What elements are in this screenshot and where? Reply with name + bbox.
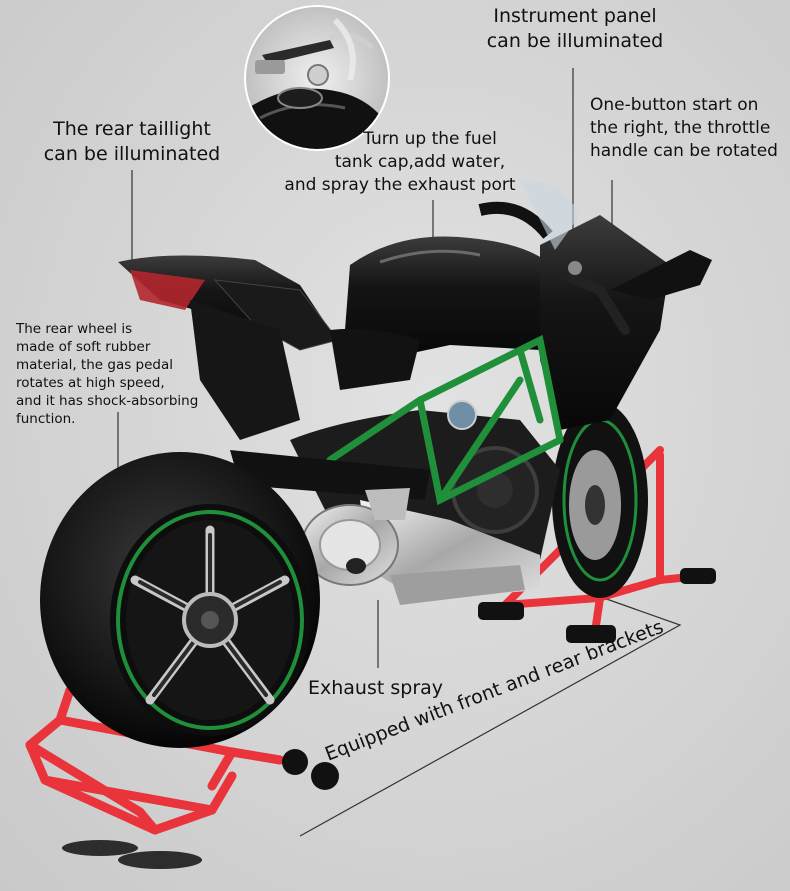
callout-line: and it has shock-absorbing [16, 393, 199, 409]
callout-line: rotates at high speed, [16, 375, 165, 391]
callout-line: can be illuminated [43, 143, 221, 165]
callout-exhaust-spray: Exhaust spray [308, 677, 444, 699]
motorcycle-body [118, 179, 712, 605]
callout-fuel-tank: Turn up the fuel tank cap,add water, and… [276, 128, 524, 197]
callout-line: can be illuminated [486, 30, 664, 52]
callout-line: One-button start on [590, 95, 759, 115]
front-wheel [552, 402, 648, 598]
callout-rear-wheel: The rear wheel is made of soft rubber ma… [16, 320, 221, 428]
callout-line: The rear wheel is [16, 321, 133, 337]
callout-line: Instrument panel [493, 5, 657, 27]
callout-line: the right, the throttle [590, 118, 771, 138]
callout-line: The rear taillight [53, 118, 211, 140]
rear-stand-wheel-right [311, 762, 339, 790]
callout-instrument-panel: Instrument panel can be illuminated [462, 4, 688, 54]
callout-line: and spray the exhaust port [284, 175, 516, 195]
rear-wheel [40, 452, 320, 748]
callout-rear-taillight: The rear taillight can be illuminated [22, 117, 242, 167]
callout-one-button-start: One-button start on the right, the throt… [590, 94, 786, 163]
rear-stand-wheel-left [282, 749, 308, 775]
callout-line: made of soft rubber [16, 339, 151, 355]
rear-taillight [130, 270, 205, 310]
callout-line: Turn up the fuel [363, 129, 497, 149]
rear-stand [25, 685, 285, 835]
callout-line: material, the gas pedal [16, 357, 174, 373]
callout-line: function. [16, 411, 76, 427]
callout-line: handle can be rotated [590, 141, 778, 161]
callout-line: tank cap,add water, [334, 152, 506, 172]
